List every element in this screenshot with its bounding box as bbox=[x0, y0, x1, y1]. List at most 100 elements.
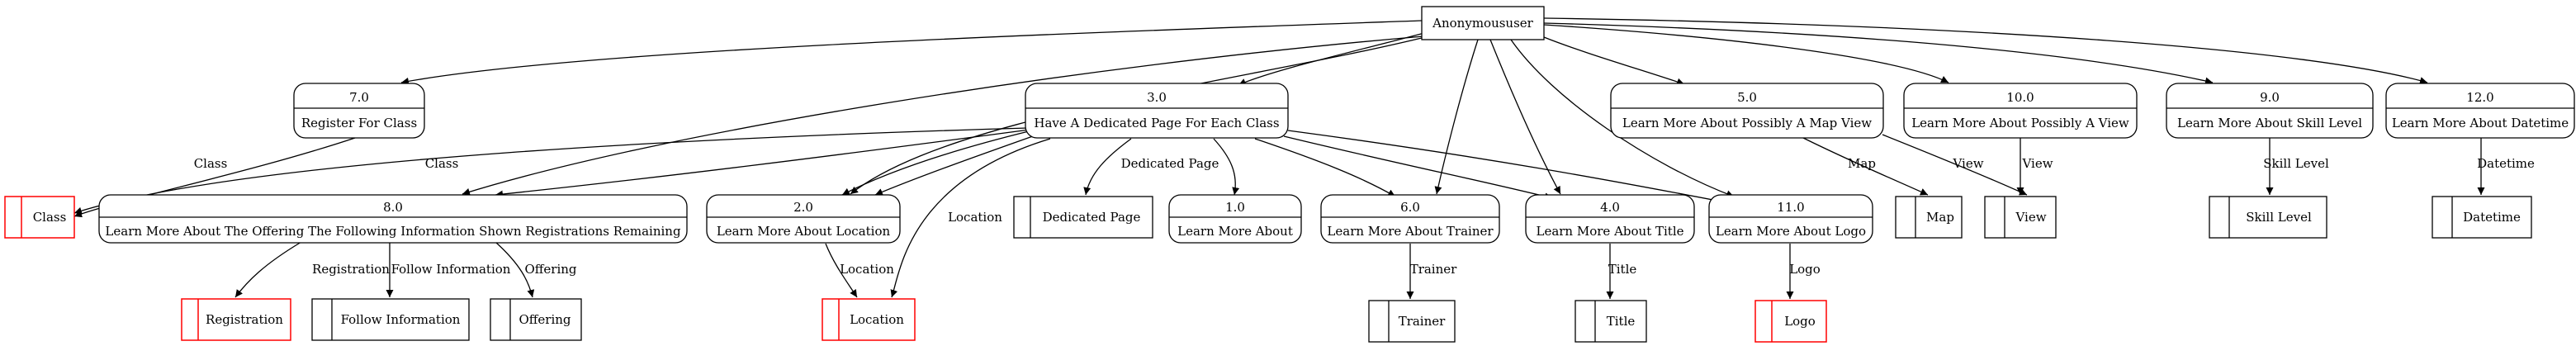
edge-p8-off bbox=[495, 241, 535, 298]
store-label: Datetime bbox=[2463, 210, 2521, 225]
process-number: 6.0 bbox=[1400, 200, 1420, 215]
store-trainer: Trainer bbox=[1368, 300, 1456, 343]
store-label: Trainer bbox=[1399, 314, 1446, 329]
store-label: Skill Level bbox=[2246, 210, 2312, 225]
process-4: 4.0 Learn More About Title bbox=[1525, 194, 1695, 244]
process-number: 10.0 bbox=[2006, 90, 2034, 105]
process-label: Learn More About Datetime bbox=[2392, 116, 2569, 130]
edge-label-p2-loc: Location bbox=[840, 262, 894, 277]
process-12: 12.0 Learn More About Datetime bbox=[2385, 83, 2575, 139]
edge-label-p8-off: Offering bbox=[524, 262, 576, 277]
process-9: 9.0 Learn More About Skill Level bbox=[2166, 83, 2374, 139]
process-number: 7.0 bbox=[349, 90, 369, 105]
edge-label-p3-class: Class bbox=[425, 156, 459, 171]
edge-label-p12-dt: Datetime bbox=[2477, 156, 2535, 171]
store-dedicated-page: Dedicated Page bbox=[1013, 196, 1153, 239]
edge-label-p3-loc: Location bbox=[948, 210, 1002, 225]
store-map: Map bbox=[1895, 196, 1963, 239]
store-label: Offering bbox=[519, 312, 571, 327]
store-label: Title bbox=[1607, 314, 1636, 329]
store-class: Class bbox=[4, 196, 75, 239]
edge-p3-p1 bbox=[1213, 138, 1240, 196]
edge-p5-map bbox=[1799, 135, 1929, 196]
process-label: Learn More About Skill Level bbox=[2177, 116, 2362, 130]
edge-actor-p7 bbox=[400, 20, 1423, 85]
process-number: 5.0 bbox=[1737, 90, 1757, 105]
process-2: 2.0 Learn More About Location bbox=[706, 194, 901, 244]
store-label: Dedicated Page bbox=[1043, 210, 1141, 225]
store-label: Class bbox=[33, 210, 67, 225]
process-number: 3.0 bbox=[1147, 90, 1167, 105]
process-number: 11.0 bbox=[1777, 200, 1804, 215]
process-number: 2.0 bbox=[793, 200, 813, 215]
edge-p3-p4 bbox=[1283, 135, 1553, 201]
edge-label-p9-skill: Skill Level bbox=[2263, 156, 2329, 171]
process-label: Learn More About Possibly A View bbox=[1911, 116, 2129, 130]
edge-actor-p11 bbox=[1510, 39, 1735, 198]
edge-label-p10-view: View bbox=[2021, 156, 2053, 171]
edge-label-p5-view: View bbox=[1952, 156, 1983, 171]
process-10: 10.0 Learn More About Possibly A View bbox=[1903, 83, 2138, 139]
edge-actor-p4 bbox=[1489, 39, 1561, 195]
store-follow-information: Follow Information bbox=[311, 298, 470, 341]
edge-p3-class bbox=[73, 127, 1029, 215]
edge-p3-p6 bbox=[1254, 138, 1396, 197]
process-label: Learn More About bbox=[1177, 224, 1293, 239]
edge-label-p7-class: Class bbox=[194, 156, 228, 171]
process-6: 6.0 Learn More About Trainer bbox=[1320, 194, 1500, 244]
process-number: 12.0 bbox=[2466, 90, 2493, 105]
process-label: Learn More About Possibly A Map View bbox=[1622, 116, 1872, 130]
process-number: 4.0 bbox=[1600, 200, 1620, 215]
edge-label-p3-dp: Dedicated Page bbox=[1121, 156, 1219, 171]
edge-p3-p2-b bbox=[841, 130, 1033, 196]
process-label: Register For Class bbox=[301, 116, 417, 130]
process-label: Learn More About Title bbox=[1536, 224, 1683, 239]
store-label: Logo bbox=[1784, 314, 1816, 329]
process-7: 7.0 Register For Class bbox=[293, 83, 425, 139]
store-skill-level: Skill Level bbox=[2209, 196, 2327, 239]
process-number: 1.0 bbox=[1225, 200, 1245, 215]
actor-label: Anonymoususer bbox=[1432, 16, 1534, 31]
process-5: 5.0 Learn More About Possibly A Map View bbox=[1610, 83, 1884, 139]
edge-actor-p6 bbox=[1434, 39, 1479, 195]
store-registration: Registration bbox=[181, 298, 291, 341]
edge-label-p4-title: Title bbox=[1608, 262, 1637, 277]
edge-p2-loc bbox=[825, 243, 858, 298]
edge-actor-p5 bbox=[1543, 36, 1685, 86]
process-number: 8.0 bbox=[383, 200, 403, 215]
process-8: 8.0 Learn More About The Offering The Fo… bbox=[98, 194, 688, 244]
external-entity-anonymoususer: Anonymoususer bbox=[1421, 6, 1545, 40]
edge-p7-class bbox=[73, 137, 356, 218]
edge-label-p6-trainer: Trainer bbox=[1410, 262, 1457, 277]
store-title: Title bbox=[1574, 300, 1647, 343]
store-label: Registration bbox=[206, 312, 283, 327]
store-label: Map bbox=[1926, 210, 1954, 225]
process-11: 11.0 Learn More About Logo bbox=[1708, 194, 1873, 244]
store-datetime: Datetime bbox=[2432, 196, 2532, 239]
edge-label-p8-follow: Follow Information bbox=[391, 262, 511, 277]
edge-p3-p11 bbox=[1287, 130, 1726, 205]
edge-p3-p8 bbox=[495, 127, 1043, 198]
edge-p3-p2-a bbox=[874, 131, 1045, 196]
process-3: 3.0 Have A Dedicated Page For Each Class bbox=[1025, 83, 1289, 139]
edge-actor-p3 bbox=[1238, 32, 1425, 86]
store-label: View bbox=[2015, 210, 2046, 225]
process-label: Learn More About The Offering The Follow… bbox=[105, 224, 681, 239]
process-1: 1.0 Learn More About bbox=[1168, 194, 1302, 244]
edge-label-p11-logo: Logo bbox=[1789, 262, 1821, 277]
edge-label-p5-map: Map bbox=[1848, 156, 1876, 171]
store-location: Location bbox=[822, 298, 916, 341]
edge-actor-p10 bbox=[1543, 24, 1949, 83]
process-label: Learn More About Location bbox=[717, 224, 891, 239]
edge-p8-reg bbox=[234, 241, 302, 298]
edge-label-p8-reg: Registration bbox=[312, 262, 390, 277]
edge-actor-p12 bbox=[1543, 17, 2428, 84]
store-label: Location bbox=[850, 312, 904, 327]
process-label: Learn More About Logo bbox=[1716, 224, 1866, 239]
store-view: View bbox=[1984, 196, 2057, 239]
edge-actor-p9 bbox=[1543, 22, 2214, 85]
process-label: Have A Dedicated Page For Each Class bbox=[1034, 116, 1279, 130]
edge-p3-dp bbox=[1083, 138, 1132, 196]
edge-p3-loc bbox=[890, 138, 1051, 298]
edge-actor-p8 bbox=[462, 36, 1424, 196]
